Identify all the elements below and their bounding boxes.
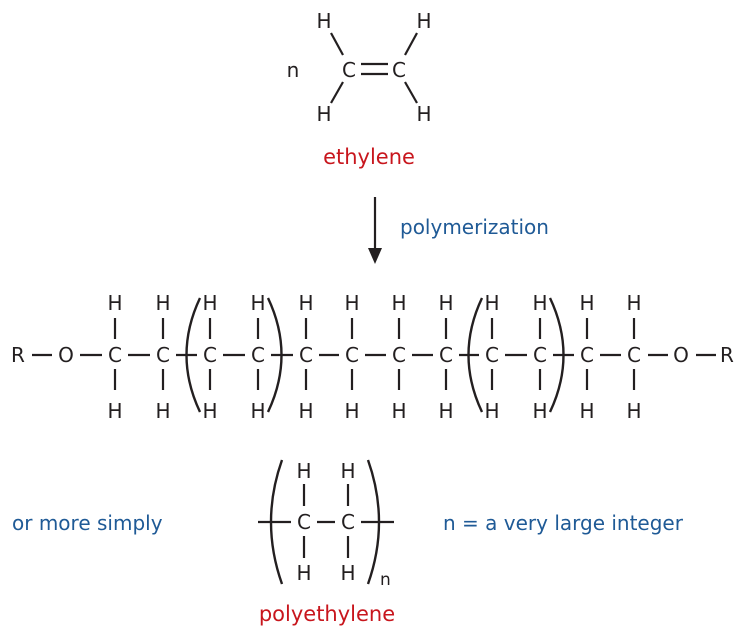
chain-carbon: C — [299, 343, 313, 367]
bond-c-h — [404, 32, 418, 56]
polyethylene-label: polyethylene — [259, 602, 395, 626]
chain-hydrogen-top: H — [107, 291, 122, 315]
chain-carbon: C — [108, 343, 122, 367]
chain-hydrogen-bottom: H — [344, 399, 359, 423]
chain-hydrogen-top: H — [298, 291, 313, 315]
chain-hydrogen-top: H — [579, 291, 594, 315]
chain-hydrogen-bottom: H — [391, 399, 406, 423]
chain-hydrogen-top: H — [532, 291, 547, 315]
chain-carbon: C — [345, 343, 359, 367]
chain-carbon: C — [156, 343, 170, 367]
end-group-left: R — [11, 343, 25, 367]
repeat-h-bottom-left: H — [296, 561, 311, 585]
chain-hydrogen-top: H — [391, 291, 406, 315]
ethylene-structure: n C C H H H H ethylene — [287, 9, 432, 169]
chain-carbon: C — [392, 343, 406, 367]
chain-hydrogen-top: H — [626, 291, 641, 315]
or-more-simply-label: or more simply — [12, 511, 163, 535]
large-integer-note: n = a very large integer — [443, 511, 684, 535]
chain-carbon: C — [251, 343, 265, 367]
chain-carbon: C — [439, 343, 453, 367]
end-group-right: R — [720, 343, 734, 367]
bond-c-h — [330, 32, 344, 56]
repeat-h-top-right: H — [340, 459, 355, 483]
polyethylene-chain: R O O R C H H C H H C H H C H H C H H C H H C H H C H H C H H C H H C H… — [11, 291, 734, 423]
bond-c-h — [404, 81, 418, 104]
chain-carbon: C — [203, 343, 217, 367]
chain-hydrogen-bottom: H — [579, 399, 594, 423]
chain-hydrogen-bottom: H — [626, 399, 641, 423]
chain-hydrogen-bottom: H — [107, 399, 122, 423]
ethylene-carbon-left: C — [342, 58, 356, 82]
repeat-h-top-left: H — [296, 459, 311, 483]
ethylene-carbon-right: C — [392, 58, 406, 82]
coefficient-n: n — [287, 58, 300, 82]
chain-hydrogen-top: H — [250, 291, 265, 315]
repeat-carbon-left: C — [297, 510, 311, 534]
chain-hydrogen-top: H — [438, 291, 453, 315]
linker-o-left: O — [58, 343, 74, 367]
repeat-h-bottom-right: H — [340, 561, 355, 585]
chain-hydrogen-top: H — [155, 291, 170, 315]
chain-carbon: C — [533, 343, 547, 367]
chain-hydrogen-bottom: H — [202, 399, 217, 423]
chain-carbon: C — [485, 343, 499, 367]
repeat-subscript-n: n — [380, 570, 391, 590]
bond-c-h — [330, 81, 344, 104]
repeat-carbon-right: C — [341, 510, 355, 534]
linker-o-right: O — [673, 343, 689, 367]
chain-hydrogen-bottom: H — [298, 399, 313, 423]
ethylene-label: ethylene — [323, 145, 415, 169]
ethylene-h-bottom-right: H — [416, 102, 431, 126]
reaction-arrow: polymerization — [368, 197, 549, 264]
chain-hydrogen-top: H — [344, 291, 359, 315]
chain-hydrogen-top: H — [202, 291, 217, 315]
ethylene-h-bottom-left: H — [316, 102, 331, 126]
repeat-unit-structure: or more simply n C C H H H H n = a very … — [12, 459, 684, 626]
chain-hydrogen-bottom: H — [532, 399, 547, 423]
ethylene-h-top-right: H — [416, 9, 431, 33]
ethylene-h-top-left: H — [316, 9, 331, 33]
chain-carbon: C — [627, 343, 641, 367]
arrow-head — [368, 248, 382, 264]
chain-hydrogen-bottom: H — [438, 399, 453, 423]
polymerization-label: polymerization — [400, 215, 549, 239]
chain-hydrogen-bottom: H — [250, 399, 265, 423]
chain-carbon: C — [580, 343, 594, 367]
chain-hydrogen-bottom: H — [155, 399, 170, 423]
chain-hydrogen-top: H — [484, 291, 499, 315]
chain-hydrogen-bottom: H — [484, 399, 499, 423]
